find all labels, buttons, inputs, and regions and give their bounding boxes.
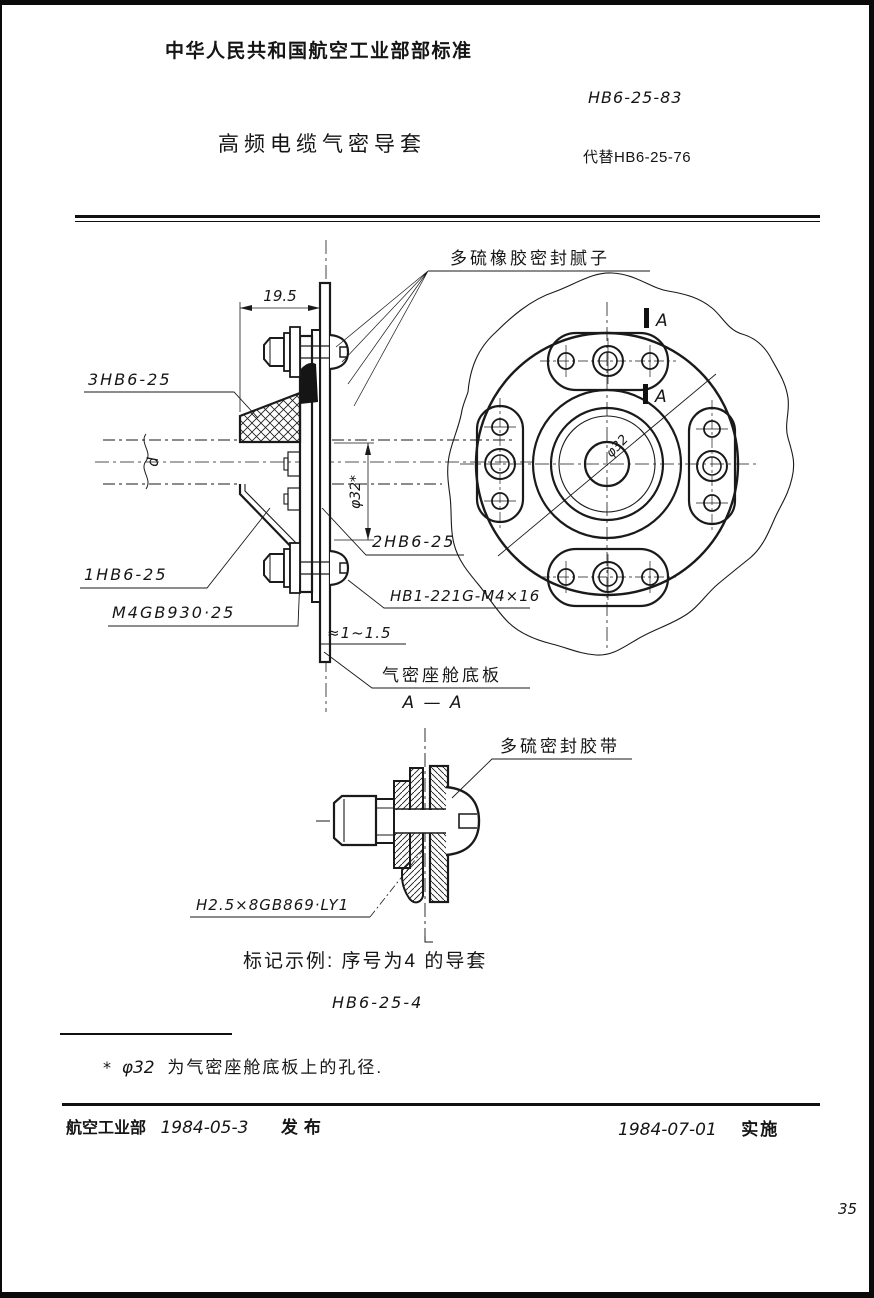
label-rivet: H2.5×8GB869·LY1 bbox=[196, 896, 349, 914]
scan-edge-right bbox=[869, 0, 874, 1298]
footer-issue-word: 发布 bbox=[280, 1118, 327, 1137]
mount-pad-left bbox=[475, 398, 525, 530]
shank-lines bbox=[394, 808, 446, 834]
label-part1: 1HB6-25 bbox=[84, 565, 168, 584]
cable-diameter-label: d bbox=[144, 457, 162, 467]
flange-step-2 bbox=[287, 487, 301, 511]
footnote-rule bbox=[60, 1033, 232, 1035]
label-putty-gap: ≈1~1.5 bbox=[327, 624, 392, 642]
detail-dome-head bbox=[445, 785, 481, 857]
footer-org: 航空工业部 bbox=[66, 1120, 147, 1137]
label-putty: 多硫橡胶密封腻子 bbox=[450, 249, 610, 268]
cone-shell-outer bbox=[238, 484, 301, 557]
putty-gap-callout: ≈1~1.5 bbox=[320, 624, 406, 645]
center-hole bbox=[583, 440, 631, 488]
detail-collar bbox=[375, 798, 395, 844]
bulkhead-callout: 气密座舱底板 bbox=[323, 651, 530, 689]
detail-centerline-hook bbox=[424, 936, 433, 943]
flange-screw-1 bbox=[283, 457, 289, 471]
cross-section-view: d bbox=[80, 240, 650, 713]
footer-impl-date: 1984-07-01 bbox=[618, 1120, 717, 1140]
mount-pad-top bbox=[540, 331, 676, 392]
dimension-phi32: φ32* bbox=[334, 442, 374, 541]
tape-callout: 多硫密封胶带 bbox=[451, 737, 632, 799]
label-bulkhead: 气密座舱底板 bbox=[382, 666, 502, 685]
gland-ring-inner bbox=[558, 415, 656, 513]
section-trace bbox=[497, 373, 717, 557]
dim-19-5-text: 19.5 bbox=[263, 287, 296, 305]
footnote-star: * bbox=[103, 1058, 111, 1077]
section-title: A — A bbox=[401, 693, 463, 713]
footer-left: 航空工业部 1984-05-3 发布 bbox=[66, 1113, 327, 1138]
front-view: A A φ32 bbox=[447, 272, 795, 656]
putty-callout: 多硫橡胶密封腻子 bbox=[335, 249, 650, 407]
rivet-callout: H2.5×8GB869·LY1 bbox=[190, 849, 424, 918]
section-detail-view: 多硫密封胶带 H2.5×8GB869·LY1 bbox=[190, 728, 632, 943]
mount-pad-right bbox=[687, 400, 737, 532]
dimension-19-5: 19.5 bbox=[239, 287, 320, 412]
flange-screw-2 bbox=[283, 493, 289, 505]
bottom-fastener bbox=[263, 542, 350, 594]
marking-example-designation: HB6-25-4 bbox=[332, 993, 424, 1012]
cable-break-mark bbox=[143, 433, 149, 490]
shank-clearance bbox=[394, 810, 446, 833]
flange-step-1 bbox=[287, 451, 301, 477]
panel-freehand-edge bbox=[447, 272, 795, 656]
header-rule-thin bbox=[75, 221, 820, 222]
gland-ring-outer bbox=[549, 406, 665, 522]
detail-screw-slot bbox=[458, 813, 477, 829]
section-mark-a2: A bbox=[654, 387, 667, 407]
scan-edge-top bbox=[0, 0, 874, 5]
label-part3: 3HB6-25 bbox=[88, 370, 172, 389]
standard-org-line: 中华人民共和国航空工业部部标准 bbox=[165, 41, 473, 62]
replaces-note: 代替HB6-25-76 bbox=[583, 149, 692, 166]
part1-callout: 1HB6-25 bbox=[80, 507, 271, 589]
marking-example-caption: 标记示例: 序号为4 的导套 bbox=[243, 951, 488, 972]
rubber-bushing-section bbox=[238, 391, 302, 444]
scan-edge-bottom bbox=[0, 1292, 874, 1298]
putty-fill bbox=[300, 362, 318, 404]
scan-edge-left bbox=[0, 0, 2, 1298]
footer-right: 1984-07-01 实施 bbox=[618, 1115, 779, 1140]
anchor-nut-callout: M4GB930·25 bbox=[108, 575, 301, 627]
document-title: 高频电缆气密导套 bbox=[218, 133, 426, 156]
page-number: 35 bbox=[838, 1200, 858, 1218]
footer-issue-date: 1984-05-3 bbox=[160, 1118, 249, 1138]
dim-phi32-text: φ32* bbox=[348, 475, 364, 509]
footer-rule bbox=[62, 1103, 820, 1106]
screw-callout: HB1-221G-M4×16 bbox=[347, 579, 540, 609]
label-anchor-nut: M4GB930·25 bbox=[112, 603, 235, 622]
mount-pad-bottom bbox=[540, 547, 676, 608]
label-screw: HB1-221G-M4×16 bbox=[390, 587, 540, 605]
footer-impl-word: 实施 bbox=[741, 1120, 780, 1139]
detail-bulkhead-plate bbox=[428, 764, 450, 904]
standard-number: HB6-25-83 bbox=[588, 88, 683, 107]
part3-callout: 3HB6-25 bbox=[84, 370, 259, 419]
footnote: * φ32 为气密座舱底板上的孔径. bbox=[103, 1053, 383, 1078]
header-rule-thick bbox=[75, 215, 820, 218]
part2-callout: 2HB6-25 bbox=[321, 507, 464, 556]
label-part2: 2HB6-25 bbox=[372, 532, 456, 551]
cone-shell-inner bbox=[244, 484, 301, 548]
detail-hex-head bbox=[332, 794, 378, 847]
bulkhead-plate bbox=[318, 281, 332, 664]
footnote-text: 为气密座舱底板上的孔径. bbox=[167, 1058, 384, 1077]
section-mark-a1: A bbox=[655, 311, 668, 331]
section-marks: A A bbox=[643, 308, 668, 407]
label-tape: 多硫密封胶带 bbox=[500, 737, 620, 756]
footnote-phi32: φ32 bbox=[121, 1058, 155, 1078]
